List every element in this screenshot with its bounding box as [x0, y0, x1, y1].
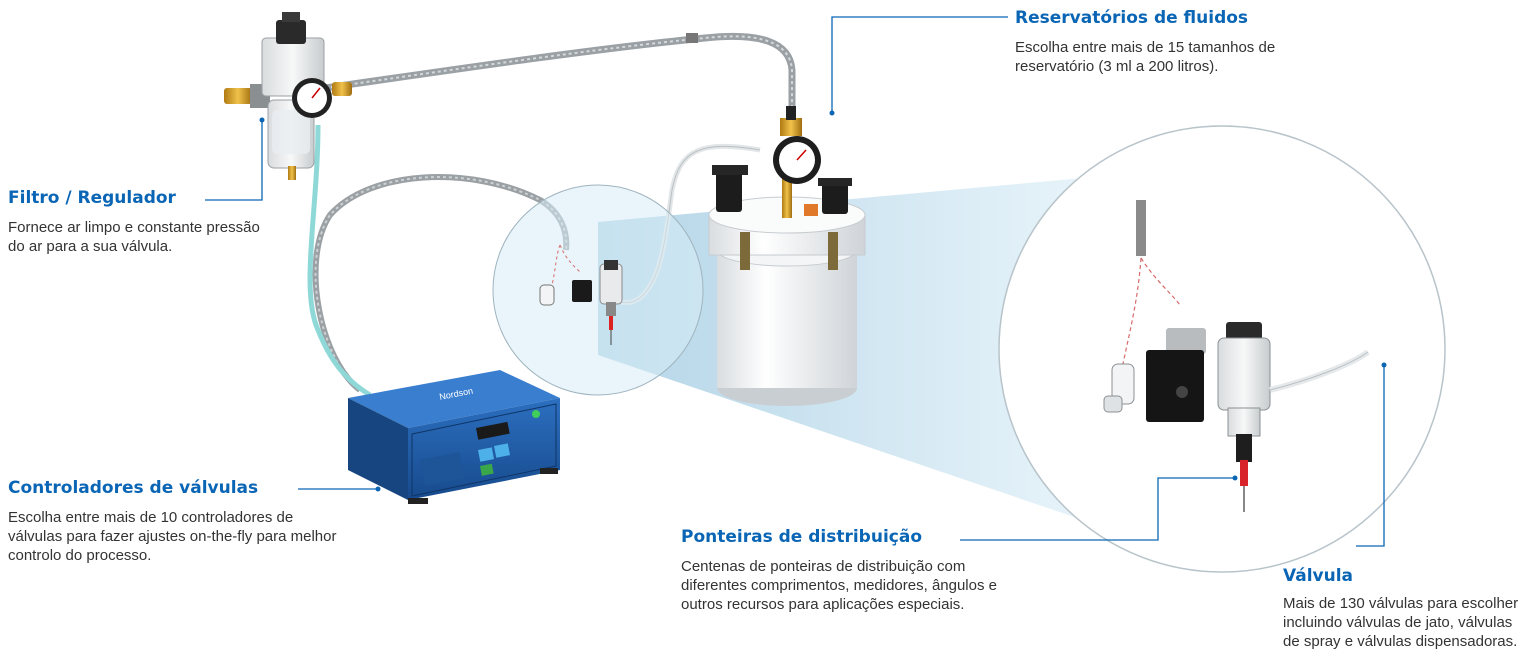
callout-controladores: Controladores de válvulas Escolha entre … [8, 478, 338, 565]
callout-title: Reservatórios de fluidos [1015, 8, 1249, 28]
callout-title: Controladores de válvulas [8, 478, 259, 498]
fluid-reservoir [708, 106, 866, 406]
callout-text: Escolha entre mais de 10 controladores d… [8, 509, 337, 564]
callout-title: Filtro / Regulador [8, 188, 176, 208]
leader-ponteiras [960, 477, 1235, 541]
leader-dots [259, 110, 1387, 492]
leader-valvula [1356, 365, 1385, 547]
air-hose-main [321, 32, 796, 114]
zoom-circle-small [492, 184, 704, 396]
callout-text: Escolha entre mais de 15 tamanhos de res… [1015, 39, 1276, 75]
callout-text: Centenas de ponteiras de distribuição co… [681, 558, 997, 613]
leader-lines [205, 16, 1385, 547]
air-tube-teal [307, 124, 372, 398]
callout-title: Ponteiras de distribuição [681, 527, 923, 547]
filter-regulator [224, 12, 352, 180]
hose-coupling [686, 33, 698, 43]
leader-filtro [205, 120, 263, 201]
callout-filtro-regulador: Filtro / Regulador Fornece ar limpo e co… [8, 188, 268, 256]
callout-text: Mais de 130 válvulas para escolher inclu… [1283, 595, 1519, 650]
callout-ponteiras: Ponteiras de distribuição Centenas de po… [681, 527, 1031, 614]
zoom-circle-large [998, 125, 1446, 573]
valve-controller: Nordson [348, 370, 560, 504]
callout-text: Fornece ar limpo e constante pressão do … [8, 219, 260, 255]
callout-reservatorios: Reservatórios de fluidos Escolha entre m… [1015, 8, 1335, 76]
callout-title: Válvula [1283, 566, 1354, 586]
leader-reservatorios [831, 16, 1008, 113]
callout-valvula: Válvula Mais de 130 válvulas para escolh… [1283, 566, 1523, 651]
